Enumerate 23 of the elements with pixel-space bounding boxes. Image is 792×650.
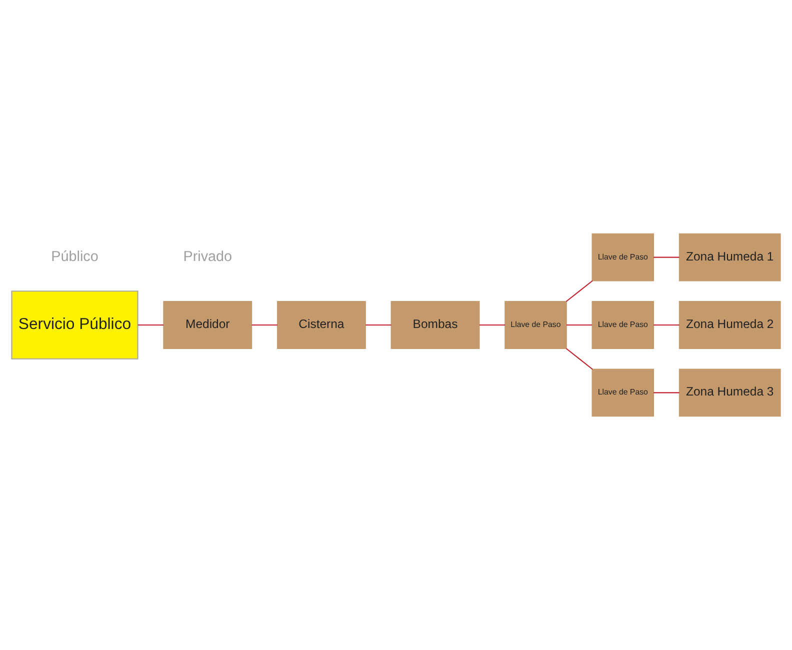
connector <box>566 348 593 370</box>
connector <box>566 280 593 302</box>
node-box: Zona Humeda 1 <box>678 233 781 282</box>
node-box: Zona Humeda 3 <box>678 368 781 417</box>
node-box: Llave de Paso <box>592 368 654 417</box>
node-box: Llave de Paso <box>504 301 567 349</box>
connector <box>252 324 278 326</box>
node-box: Servicio Público <box>11 290 138 360</box>
label: Privado <box>183 248 232 265</box>
node-box: Bombas <box>390 301 480 349</box>
connector <box>566 324 592 326</box>
connector <box>366 324 392 326</box>
connector <box>654 256 680 258</box>
connector <box>138 324 164 326</box>
connector <box>654 392 680 394</box>
node-box: Zona Humeda 2 <box>678 301 781 349</box>
node-box: Medidor <box>163 301 252 349</box>
connector <box>654 324 680 326</box>
label: Público <box>51 248 98 265</box>
node-box: Llave de Paso <box>592 233 654 282</box>
connector <box>479 324 505 326</box>
node-box: Cisterna <box>276 301 366 349</box>
node-box: Llave de Paso <box>592 301 654 349</box>
